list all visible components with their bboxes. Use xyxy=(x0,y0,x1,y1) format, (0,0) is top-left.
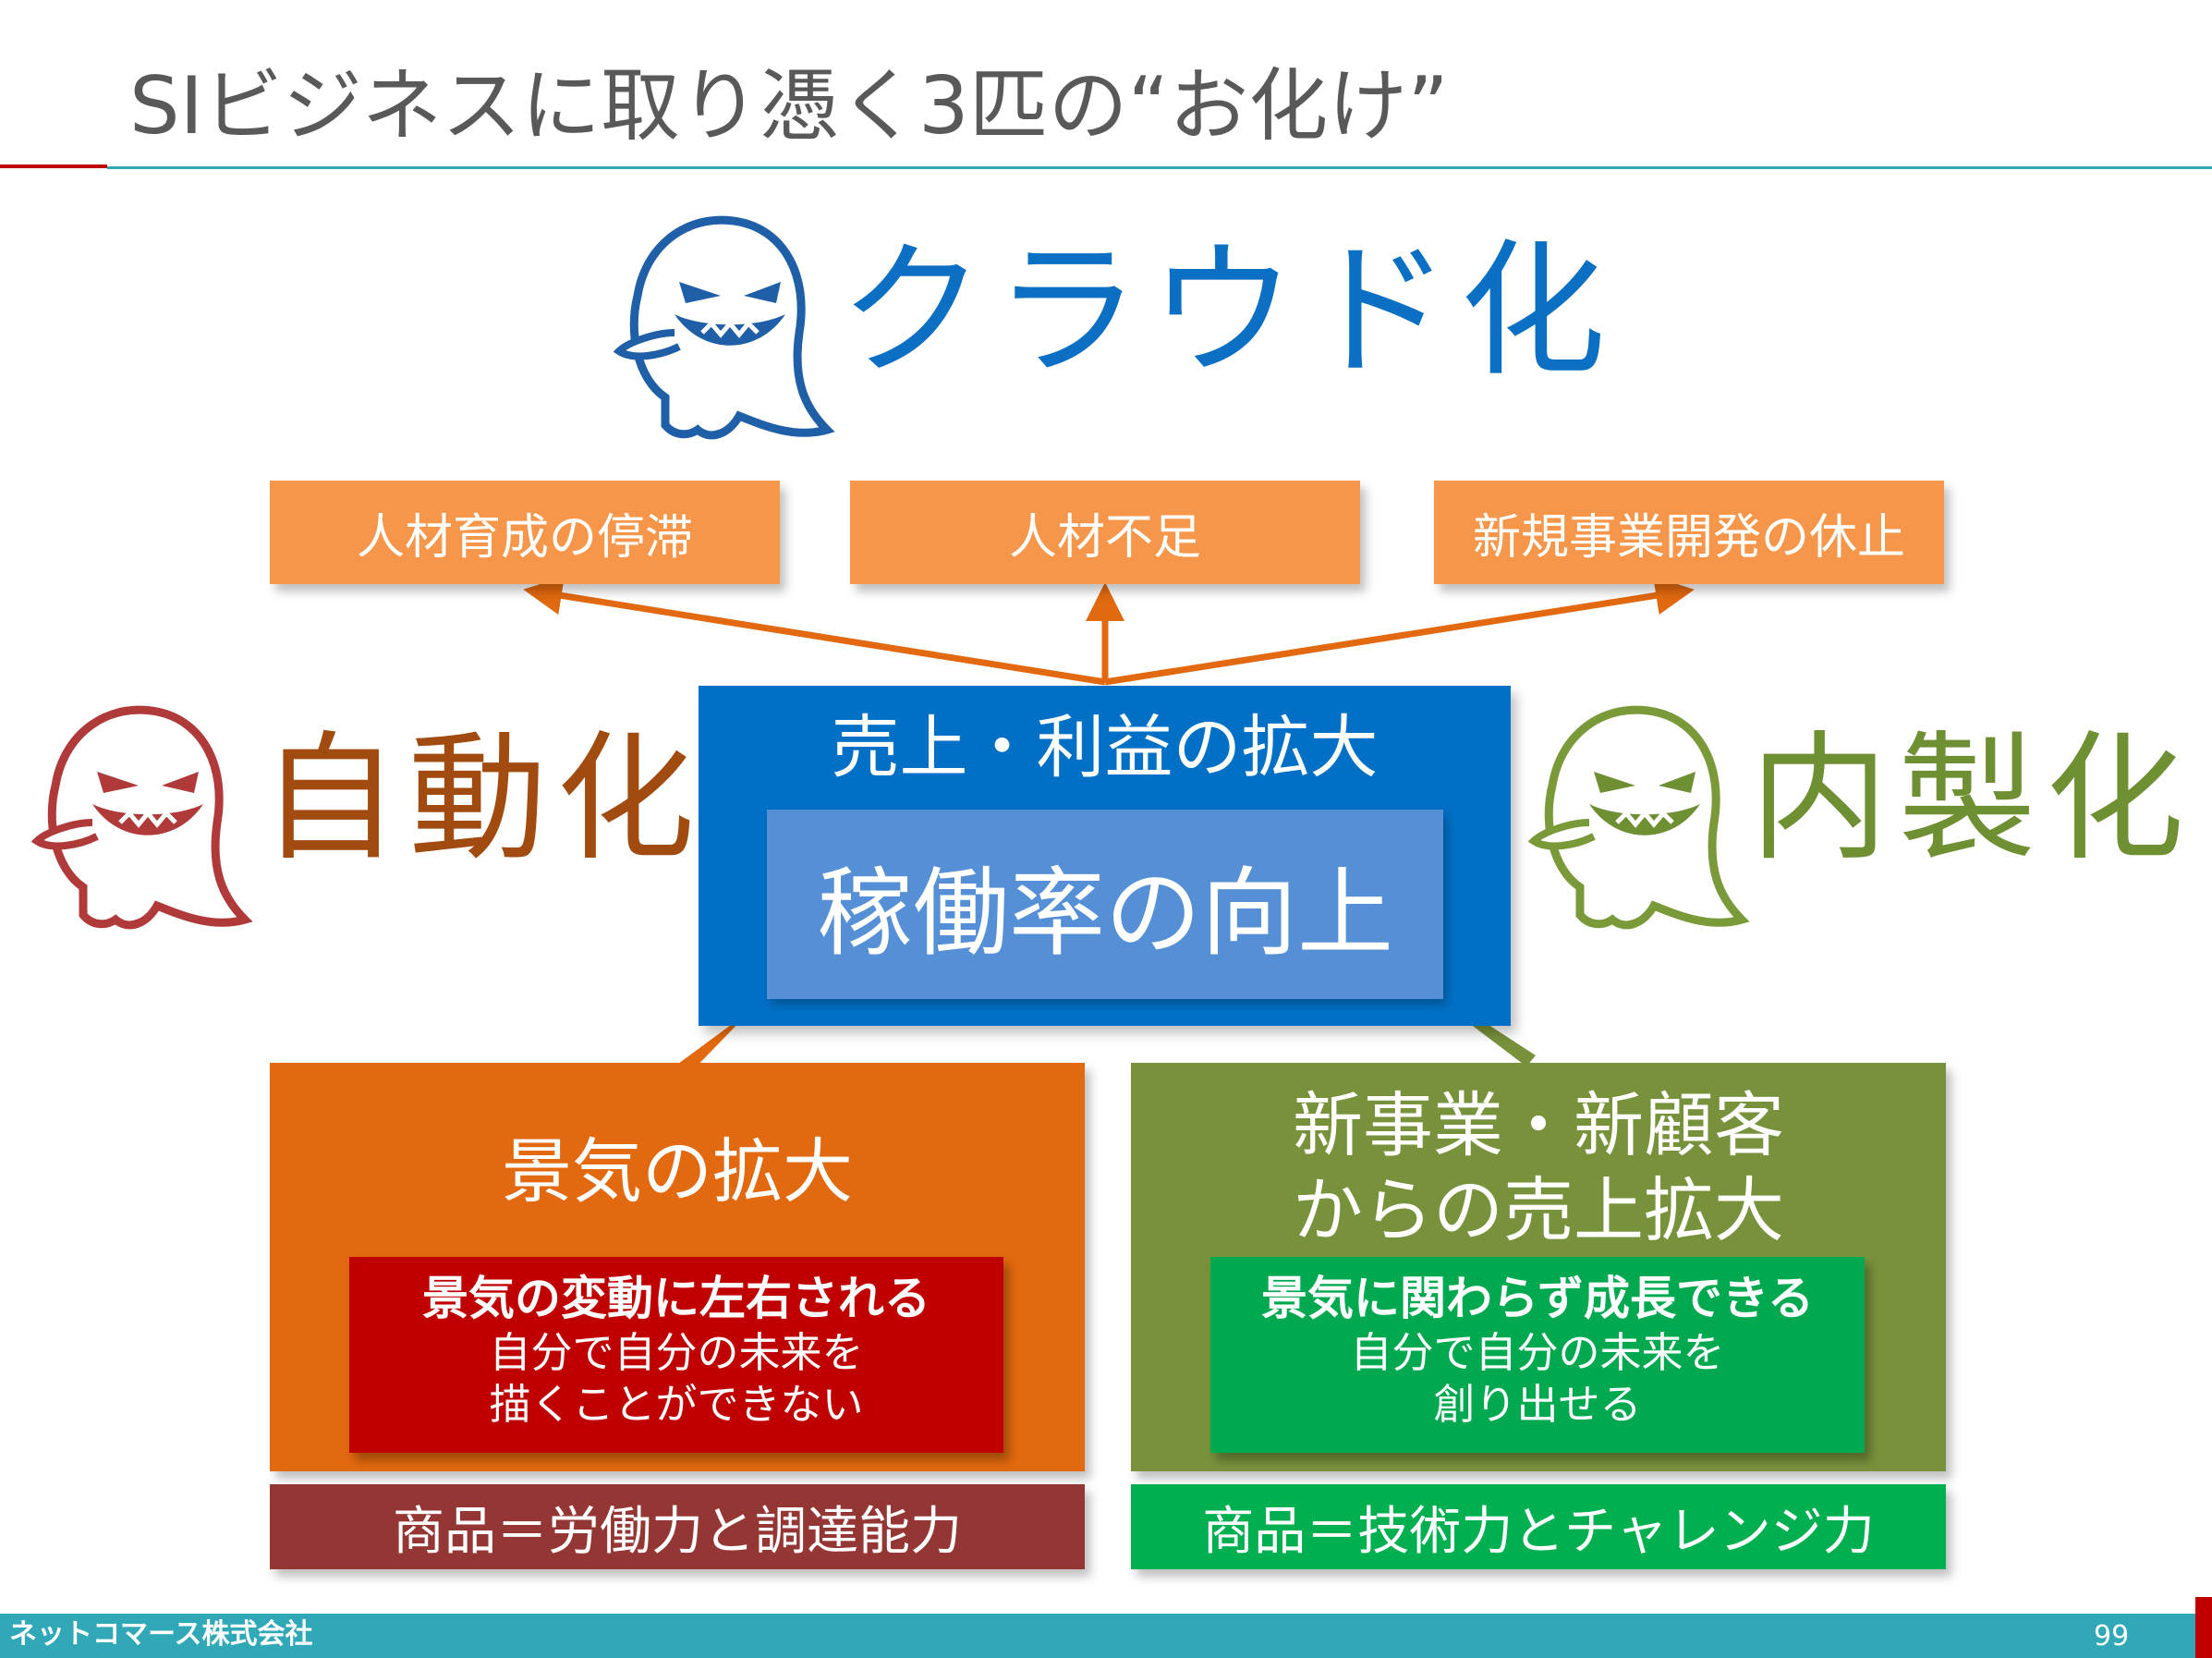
arrow-to-effect-3 xyxy=(1104,576,1695,686)
left-note-box: 景気の変動に左右される 自分で自分の未来を 描くことができない xyxy=(349,1257,1003,1453)
right-note-bold: 景気に関わらず成長できる xyxy=(1261,1272,1814,1325)
slide-title: SIビジネスに取り憑く3匹の“お化け” xyxy=(129,60,1449,152)
left-note-line2: 描くことができない xyxy=(489,1380,864,1429)
company-name: ネットコマース株式会社 xyxy=(9,1618,313,1651)
arrow-to-effect-1 xyxy=(523,576,1106,686)
left-product-bar: 商品＝労働力と調達能力 xyxy=(270,1484,1085,1569)
right-product-bar: 商品＝技術力とチャレンジ力 xyxy=(1131,1484,1946,1569)
insourcing-label: 内製化 xyxy=(1750,719,2194,880)
ghost-automation-icon xyxy=(30,705,253,930)
center-inner-label: 稼働率の向上 xyxy=(816,857,1393,969)
footer-accent xyxy=(2195,1597,2212,1658)
left-note-line1: 自分で自分の未来を xyxy=(489,1328,864,1377)
right-note-box: 景気に関わらず成長できる 自分で自分の未来を 創り出せる xyxy=(1210,1257,1865,1453)
effect-box-training: 人材育成の停滞 xyxy=(270,481,780,584)
effect-label: 人材育成の停滞 xyxy=(356,509,693,566)
ghost-insourcing-icon xyxy=(1527,705,1750,930)
left-panel-title: 景気の拡大 xyxy=(502,1130,853,1213)
title-rule-accent xyxy=(0,165,107,168)
right-note-line1: 自分で自分の未来を xyxy=(1350,1328,1725,1377)
right-product-label: 商品＝技術力とチャレンジ力 xyxy=(1202,1501,1875,1562)
cloud-label: クラウド化 xyxy=(839,226,1615,396)
left-note-bold: 景気の変動に左右される xyxy=(422,1272,930,1325)
page-number: 99 xyxy=(2094,1620,2130,1652)
right-panel-title-line2: からの売上拡大 xyxy=(1293,1169,1784,1251)
footer-bar xyxy=(0,1614,2212,1658)
ghost-cloud-icon xyxy=(613,215,835,440)
automation-label: 自動化 xyxy=(261,719,705,880)
title-rule xyxy=(107,166,2212,169)
effect-box-shortage: 人材不足 xyxy=(850,481,1360,584)
effect-label: 人材不足 xyxy=(1008,509,1201,566)
effect-label: 新規事業開発の休止 xyxy=(1472,509,1905,566)
center-inner-box: 稼働率の向上 xyxy=(767,810,1443,999)
right-note-line2: 創り出せる xyxy=(1433,1380,1642,1429)
center-title: 売上・利益の拡大 xyxy=(831,708,1379,787)
right-panel-title-line1: 新事業・新顧客 xyxy=(1293,1084,1784,1166)
effect-box-newbiz: 新規事業開発の休止 xyxy=(1434,481,1944,584)
left-product-label: 商品＝労働力と調達能力 xyxy=(393,1501,962,1562)
right-panel-title: 新事業・新顧客 からの売上拡大 xyxy=(1131,1083,1946,1253)
